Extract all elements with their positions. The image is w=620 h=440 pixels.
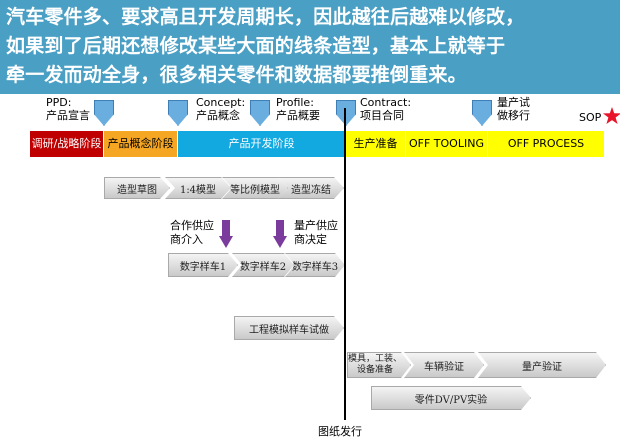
chevron-parts-dv-pv-test: 零件DV/PV实验 (371, 386, 531, 410)
milestone-zh: 产品概念 (196, 109, 240, 122)
supplier-label-line: 商介入 (170, 233, 203, 246)
chevron-label: 造型草图 (117, 184, 157, 196)
milestone-en: Concept: (196, 96, 246, 109)
supplier-involvement-arrow-icon (219, 220, 233, 248)
chevron-tooling-prep: 模具，工装、设备准备 (347, 352, 411, 378)
milestone-zh: 产品宣言 (46, 109, 90, 122)
chevron-label: 工程模拟样车试做 (249, 324, 329, 336)
chevron-label: 数字样车3 (291, 261, 339, 273)
phase-label: OFF PROCESS (507, 137, 585, 150)
chevron-styling-sketch: 造型草图 (104, 177, 170, 199)
chevron-quarter-model: 1:4模型 (165, 177, 231, 199)
milestone-en: Contract: (360, 96, 412, 109)
milestone-trial-label: 量产试 做移行 (497, 96, 530, 122)
supplier-involvement-label: 合作供应 商介入 (170, 219, 214, 247)
chevron-label: 数字样车1 (179, 261, 227, 273)
milestone-en: PPD: (46, 96, 72, 109)
phase-off-tooling: OFF TOOLING (406, 131, 488, 157)
phase-label: 调研/战略阶段 (31, 137, 102, 150)
phase-development: 产品开发阶段 (178, 131, 346, 157)
milestone-zh: 产品概要 (276, 109, 320, 122)
sop-star-icon (603, 107, 620, 124)
phase-production-prep: 生产准备 (346, 131, 406, 157)
milestone-sop-label: SOP (579, 111, 601, 124)
phase-label: OFF TOOLING (409, 137, 484, 150)
supplier-label-line: 合作供应 (170, 219, 214, 232)
milestone-en: SOP (579, 111, 602, 124)
chevron-engineering-prototype: 工程模拟样车试做 (234, 316, 344, 340)
chevron-label: 1:4模型 (179, 184, 217, 196)
chevron-production-validation: 量产验证 (478, 352, 606, 378)
drawing-release-label: 图纸发行 (318, 425, 362, 438)
phase-concept: 产品概念阶段 (104, 131, 178, 157)
chevron-digital-sample-3: 数字样车3 (285, 253, 345, 277)
chevron-digital-sample-1: 数字样车1 (168, 253, 238, 277)
chevron-label: 等比例模型 (230, 184, 280, 196)
banner-line: 如果到了后期还想修改某些大面的线条造型，基本上就等于 (6, 35, 506, 57)
phase-label: 产品概念阶段 (107, 137, 174, 150)
milestone-ppd-label: PPD: 产品宣言 (46, 96, 90, 122)
milestone-pin-profile (250, 100, 270, 126)
milestone-en: Profile: (276, 96, 314, 109)
phase-label: 生产准备 (353, 137, 398, 150)
milestone-concept-label: Concept: 产品概念 (196, 96, 245, 122)
milestone-zh: 项目合同 (360, 109, 404, 122)
milestone-contract-label: Contract: 项目合同 (360, 96, 411, 122)
chevron-label: 零件DV/PV实验 (414, 394, 488, 406)
banner-line: 汽车零件多、要求高且开发周期长，因此越往后越难以修改， (6, 6, 525, 28)
milestone-en: 量产试 (497, 96, 530, 109)
chevron-label: 数字样车2 (239, 261, 287, 273)
milestone-profile-label: Profile: 产品概要 (276, 96, 320, 122)
milestone-zh: 做移行 (497, 109, 530, 122)
chevron-digital-sample-2: 数字样车2 (232, 253, 294, 277)
supplier-label-line: 量产供应 (294, 219, 338, 232)
chevron-label: 模具，工装、设备准备 (348, 354, 403, 375)
supplier-decision-label: 量产供应 商决定 (294, 219, 338, 247)
chevron-full-scale-model: 等比例模型 (222, 177, 288, 199)
chevron-label: 造型冻结 (291, 184, 331, 196)
description-banner: 汽车零件多、要求高且开发周期长，因此越往后越难以修改， 如果到了后期还想修改某些… (0, 0, 620, 94)
chevron-vehicle-validation: 车辆验证 (404, 352, 484, 378)
banner-line: 牵一发而动全身，很多相关零件和数据都要推倒重来。 (6, 64, 467, 86)
drawing-release-line (344, 108, 346, 420)
chevron-label: 量产验证 (522, 361, 562, 373)
milestone-pin-concept (168, 100, 188, 126)
milestone-pin-ppd (94, 100, 114, 126)
supplier-decision-arrow-icon (273, 220, 287, 248)
phase-label: 产品开发阶段 (228, 137, 295, 150)
phase-off-process: OFF PROCESS (488, 131, 605, 157)
chevron-label: 车辆验证 (424, 361, 464, 373)
milestone-pin-trial (472, 100, 492, 126)
phase-research: 调研/战略阶段 (30, 131, 104, 157)
chevron-styling-freeze: 造型冻结 (278, 177, 344, 199)
supplier-label-line: 商决定 (294, 233, 327, 246)
milestone-pin-contract (336, 100, 356, 126)
